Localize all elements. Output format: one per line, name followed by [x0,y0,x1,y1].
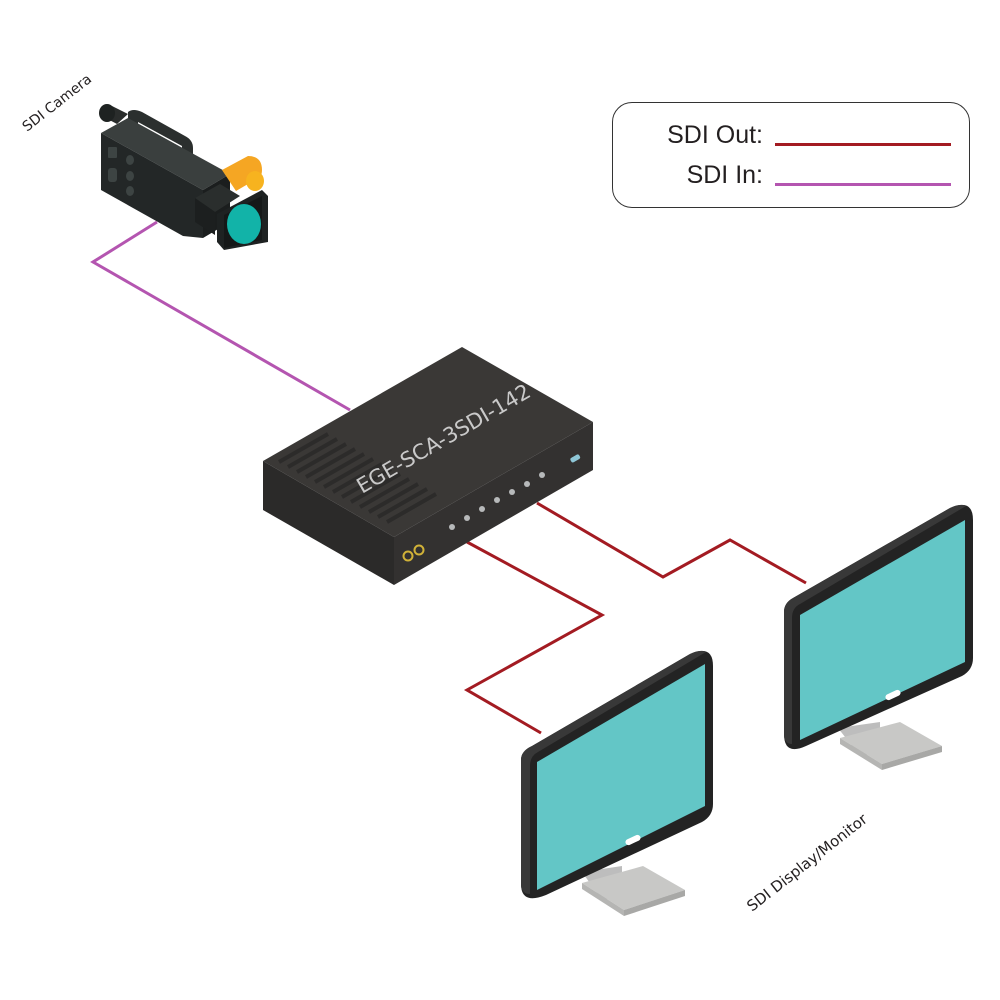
legend-item-sdi-in: SDI In: [613,157,969,197]
legend-label-sdi-in: SDI In: [686,161,763,189]
legend-label-sdi-out: SDI Out: [667,121,763,149]
monitor-label: SDI Display/Monitor [743,810,871,916]
converter-box-icon: EGE-SCA-3SDI-142 [263,347,593,585]
legend-swatch-sdi-in [775,183,951,186]
sdi-out-cable-front-monitor [463,540,606,735]
camera-label: SDI Camera [20,71,95,135]
monitor-front-icon [521,650,713,916]
status-leds [449,472,545,530]
legend-swatch-sdi-out [775,143,951,146]
legend-item-sdi-out: SDI Out: [613,117,969,157]
legend: SDI Out: SDI In: [612,102,970,208]
sdi-out-cable-back-monitor [536,501,807,585]
monitor-back-icon [784,504,973,770]
sdi-camera-icon [99,104,268,250]
sdi-in-cable [90,220,351,412]
